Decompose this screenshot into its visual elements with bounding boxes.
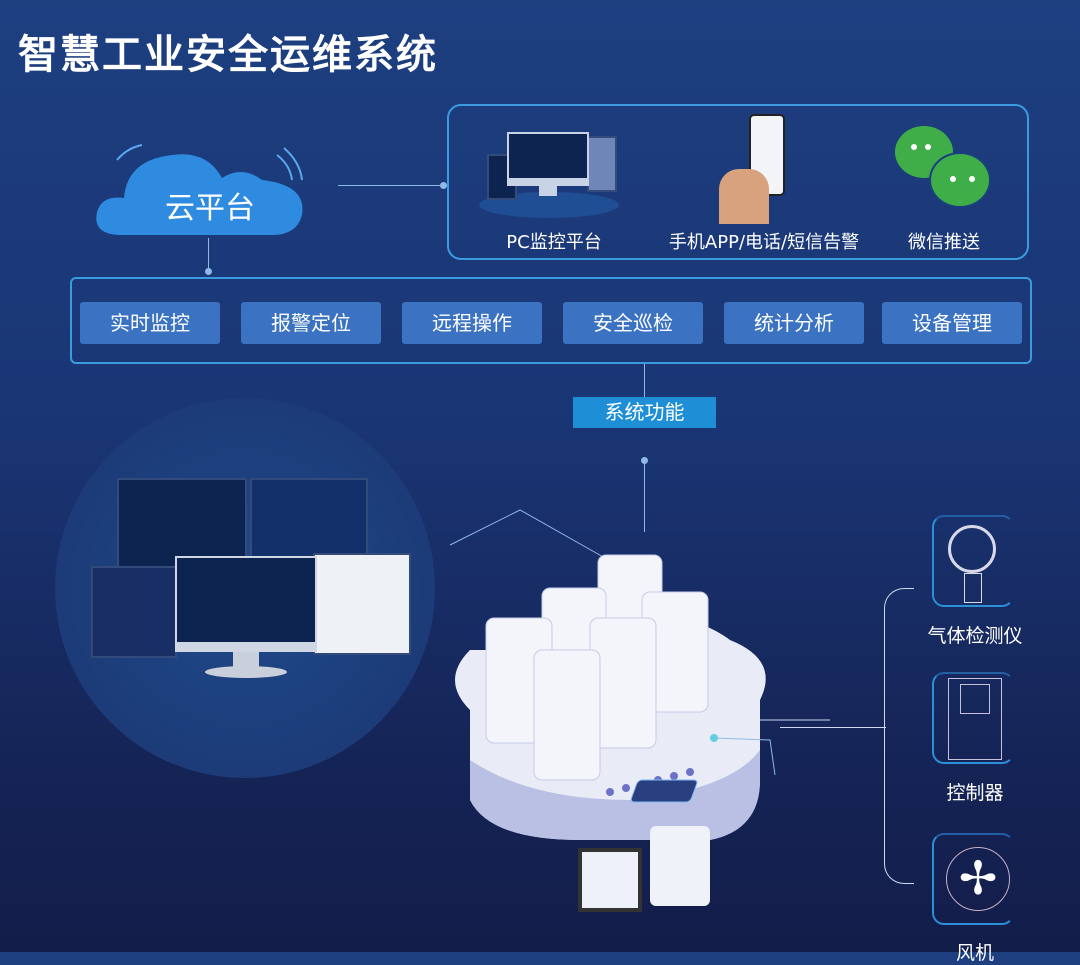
channel-label: 手机APP/电话/短信告警 <box>668 232 860 253</box>
function-device-management[interactable]: 设备管理 <box>882 302 1022 344</box>
channel-label: 微信推送 <box>908 232 980 253</box>
channel-label: PC监控平台 <box>506 232 602 253</box>
device-label: 气体检测仪 <box>927 625 1023 647</box>
system-functions-label: 系统功能 <box>573 397 716 428</box>
fan-icon: ✢ <box>932 833 1014 925</box>
cloud-platform-label: 云平台 <box>165 191 255 226</box>
controller-icon <box>932 672 1014 764</box>
function-safety-inspection[interactable]: 安全巡检 <box>563 302 703 344</box>
function-alarm-location[interactable]: 报警定位 <box>241 302 381 344</box>
page-title: 智慧工业安全运维系统 <box>18 32 438 78</box>
function-realtime-monitoring[interactable]: 实时监控 <box>80 302 220 344</box>
dashboard-illustration <box>55 398 435 778</box>
alert-channels-panel: PC监控平台 手机APP/电话/短信告警 微信推送 <box>447 104 1029 260</box>
monitor-icon <box>479 132 619 222</box>
function-remote-operation[interactable]: 远程操作 <box>402 302 542 344</box>
functions-panel <box>70 277 1032 364</box>
wechat-icon <box>895 126 995 216</box>
device-label: 控制器 <box>946 782 1004 804</box>
phone-icon <box>719 114 785 224</box>
cloud-icon <box>96 140 312 235</box>
gas-detector-icon <box>932 515 1014 607</box>
function-statistics[interactable]: 统计分析 <box>724 302 864 344</box>
server-cloud-illustration <box>449 509 830 912</box>
